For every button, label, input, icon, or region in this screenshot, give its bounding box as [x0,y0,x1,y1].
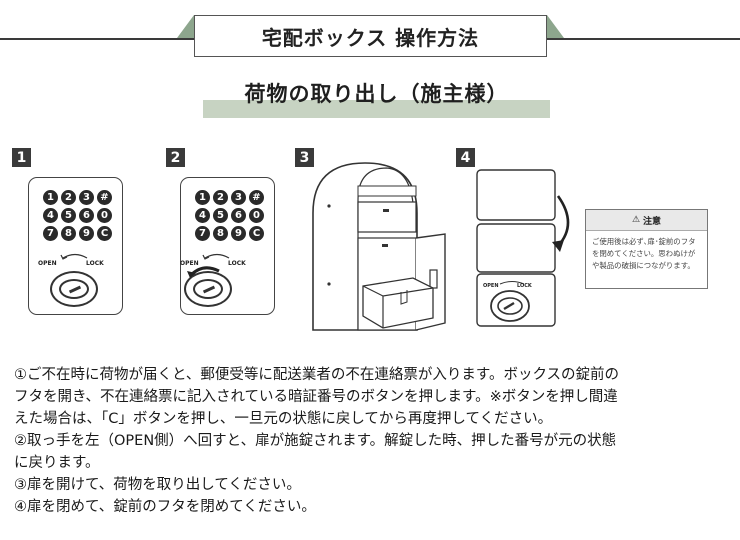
key-9[interactable]: 9 [231,226,246,241]
open-label: OPEN [38,260,57,267]
instruction-line-7: ④扉を閉めて、錠前のフタを閉めてください。 [14,499,316,515]
key-2[interactable]: 2 [61,190,76,205]
caution-line: や製品の破損につながります。 [592,261,695,270]
key-3[interactable]: 3 [231,190,246,205]
instruction-line-3: えた場合は、「C」ボタンを押し、一旦元の状態に戻してから再度押してください。 [14,411,553,427]
key-c[interactable]: C [249,226,264,241]
instruction-line-5: に戻ります。 [14,455,100,471]
header-ornament-left [177,15,194,38]
lock-keyhole [59,279,89,299]
caution-notice: ⚠ 注意 ご使用後は必ず､扉･錠前のフタ を閉めてください。思わぬけが や製品の… [585,209,708,289]
key-hash[interactable]: # [249,190,264,205]
lock-label-small: LOCK [517,283,532,289]
key-8[interactable]: 8 [213,226,228,241]
key-3[interactable]: 3 [79,190,94,205]
key-hash[interactable]: # [97,190,112,205]
key-5[interactable]: 5 [61,208,76,223]
keyhole-slot [68,285,82,294]
open-label: OPEN [180,260,199,267]
key-0[interactable]: 0 [97,208,112,223]
step-4-badge: 4 [456,148,475,167]
key-1[interactable]: 1 [43,190,58,205]
key-5[interactable]: 5 [213,208,228,223]
instruction-line-4: ②取っ手を左（OPEN側）へ回すと、扉が施錠されます。解錠した時、押した番号が元… [14,433,617,449]
caution-body: ご使用後は必ず､扉･錠前のフタ を閉めてください。思わぬけが や製品の破損につな… [586,231,707,277]
rotate-left-arrow-icon [187,266,220,278]
keypad-panel-2: 1 2 3 # 4 5 6 0 7 8 9 C OPEN LOCK [180,177,275,315]
instruction-line-1: ①ご不在時に荷物が届くと、郵便受等に配送業者の不在連絡票が入ります。ボックスの錠… [14,367,620,383]
lock-dial[interactable] [50,271,98,307]
lock-dial[interactable] [184,271,232,307]
open-lock-arrow-icon [202,253,230,260]
key-2[interactable]: 2 [213,190,228,205]
instruction-line-2: フタを開き、不在連絡票に記入されている暗証番号のボタンを押します。※ボタンを押し… [14,389,618,405]
key-6[interactable]: 6 [79,208,94,223]
key-7[interactable]: 7 [43,226,58,241]
lock-label: LOCK [228,260,246,267]
lock-keyhole [193,279,223,299]
page-subtitle: 荷物の取り出し（施主様） [244,82,509,106]
step-1-badge: 1 [12,148,31,167]
caution-line: ご使用後は必ず､扉･錠前のフタ [592,237,696,246]
key-c[interactable]: C [97,226,112,241]
open-label-small: OPEN [483,283,499,289]
header-ornament-right [547,15,564,38]
instruction-line-6: ③扉を開けて、荷物を取り出してください。 [14,477,301,493]
keypad-keys: 1 2 3 # 4 5 6 0 7 8 9 C [43,190,113,241]
page-title: 宅配ボックス 操作方法 [194,15,547,57]
delivery-box-open-illustration [312,162,446,331]
lock-cover-illustration [476,169,570,327]
key-8[interactable]: 8 [61,226,76,241]
step-3-badge: 3 [295,148,314,167]
keypad-panel-1: 1 2 3 # 4 5 6 0 7 8 9 C OPEN LOCK [28,177,123,315]
key-0[interactable]: 0 [249,208,264,223]
open-lock-arrow-icon [60,253,88,260]
caution-header: ⚠ 注意 [586,210,707,231]
key-9[interactable]: 9 [79,226,94,241]
key-4[interactable]: 4 [195,208,210,223]
key-6[interactable]: 6 [231,208,246,223]
lock-label: LOCK [86,260,104,267]
keypad-keys: 1 2 3 # 4 5 6 0 7 8 9 C [195,190,265,241]
key-7[interactable]: 7 [195,226,210,241]
caution-line: を閉めてください。思わぬけが [592,249,696,258]
warning-icon: ⚠ [631,215,641,225]
caution-title: 注意 [643,216,662,227]
key-4[interactable]: 4 [43,208,58,223]
step-2-badge: 2 [166,148,185,167]
subtitle-highlight [203,100,550,118]
key-1[interactable]: 1 [195,190,210,205]
